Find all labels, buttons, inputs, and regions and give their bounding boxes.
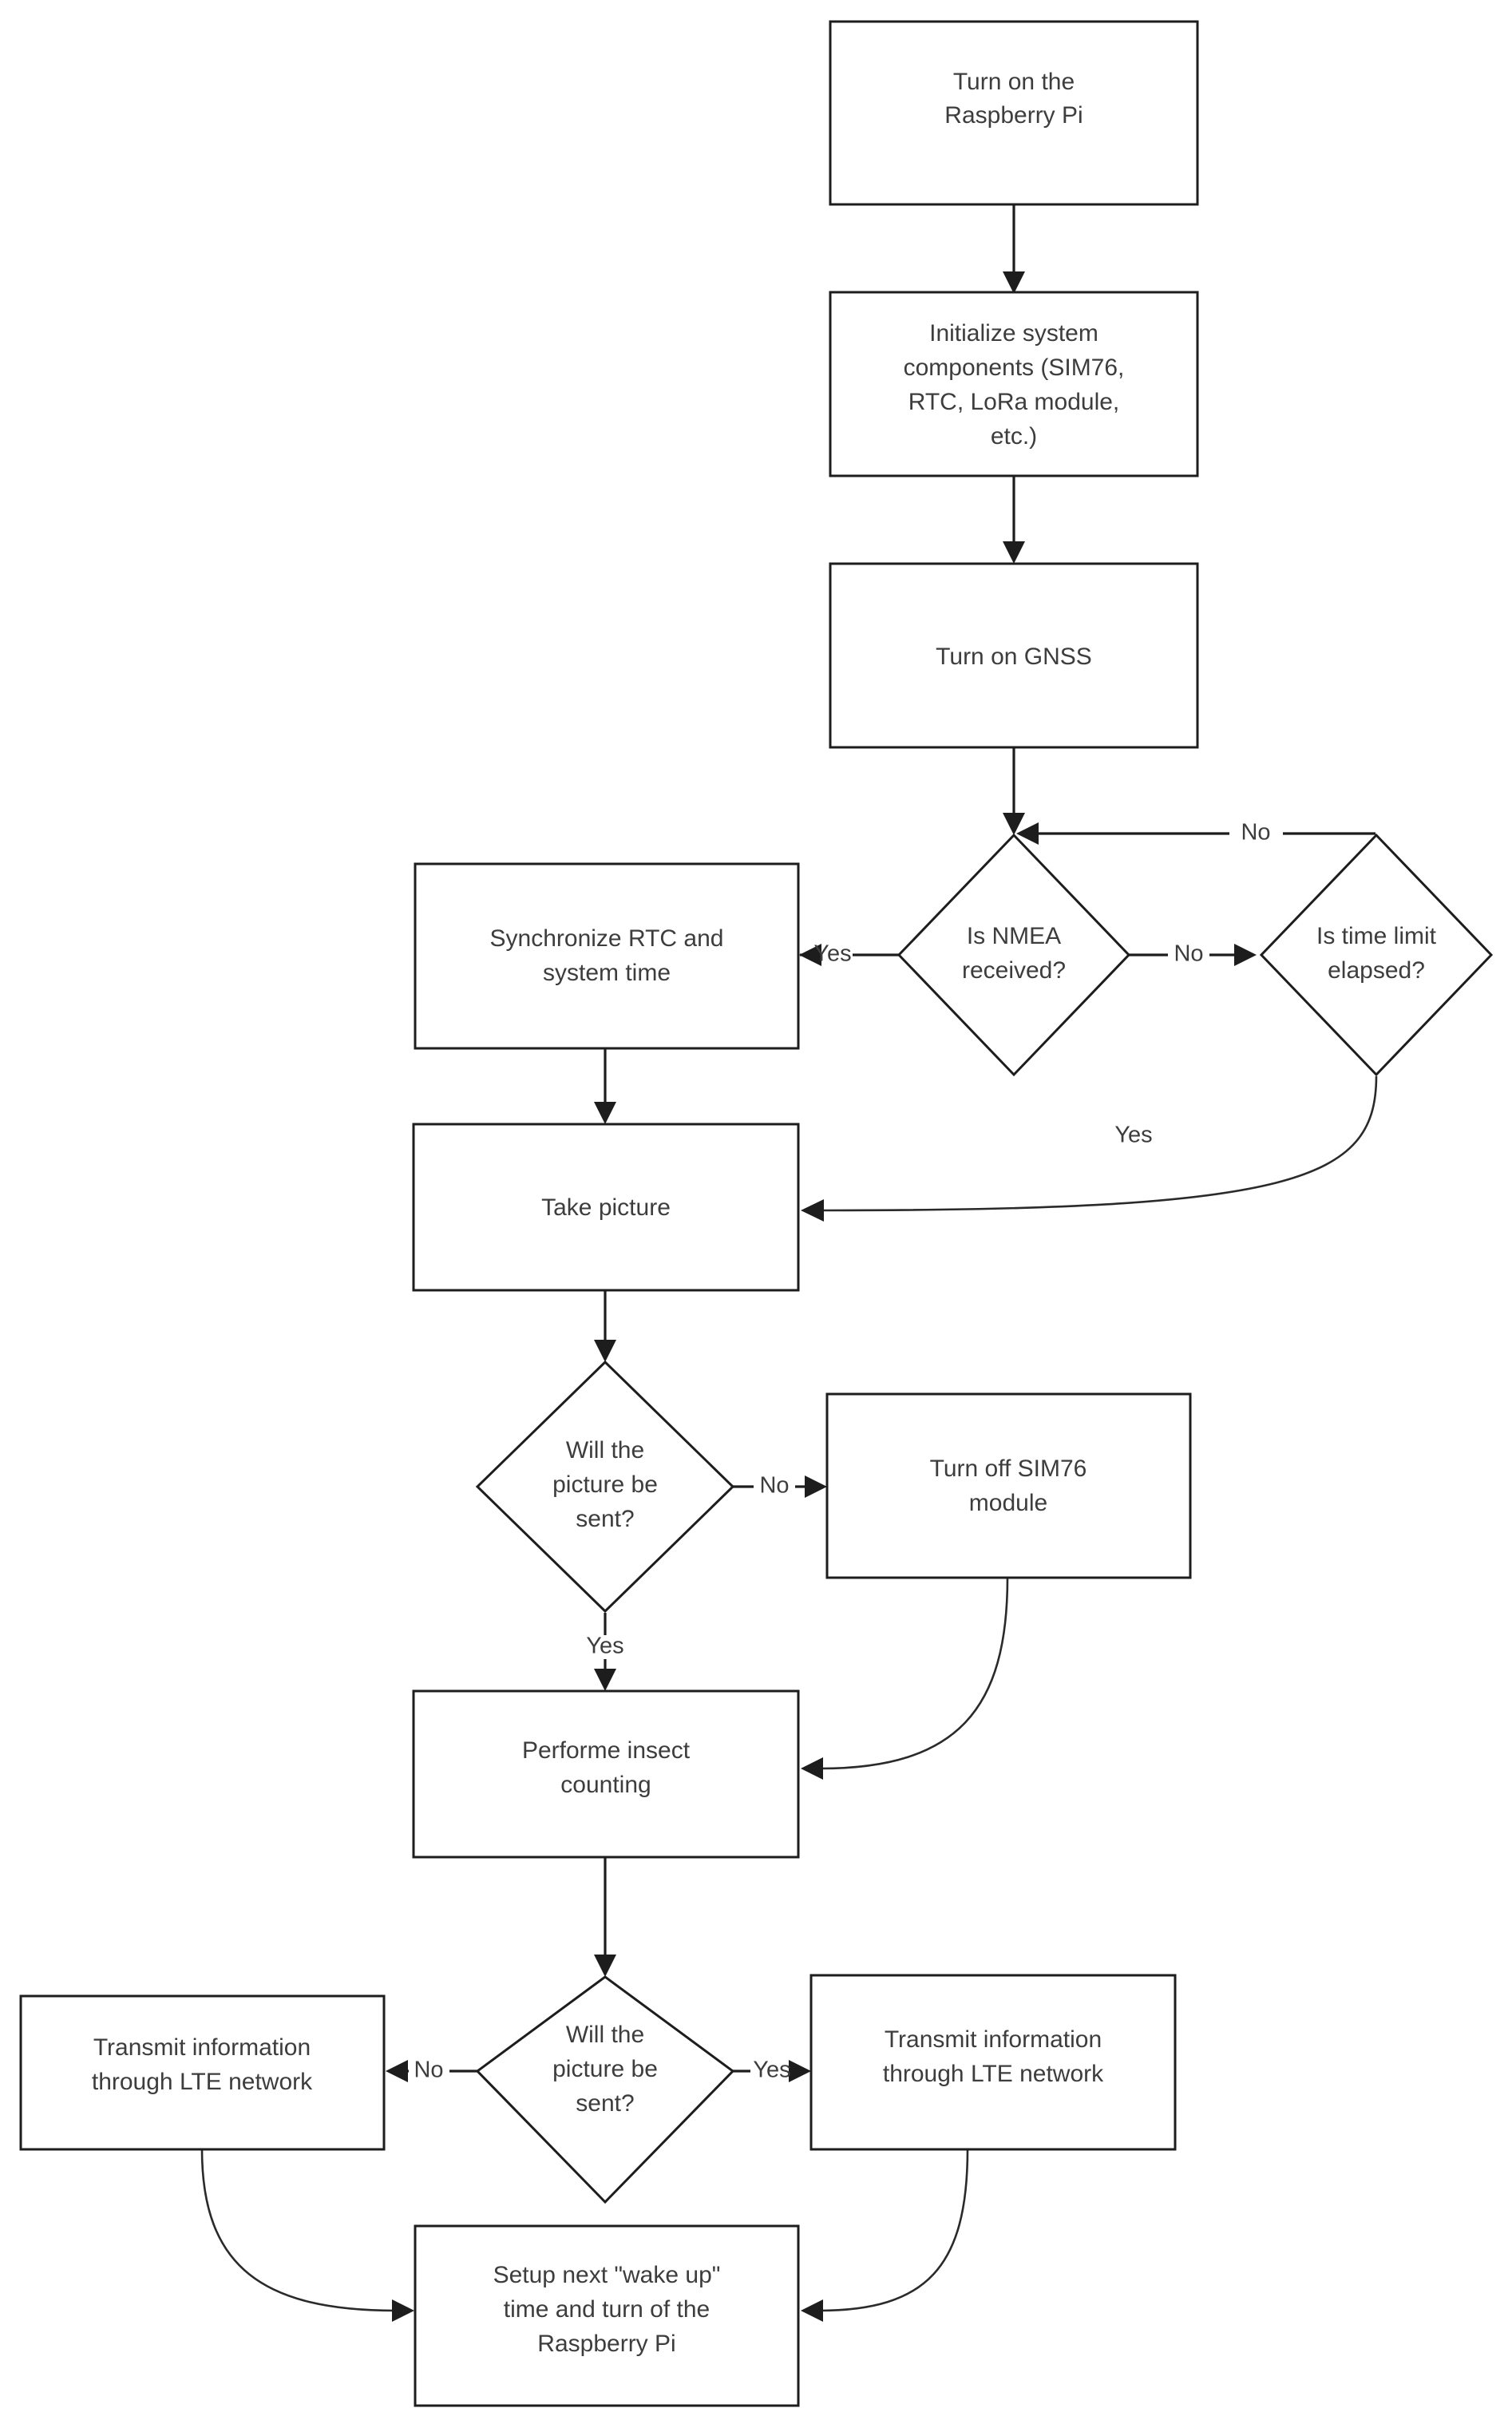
node-decision2-line-2: sent? xyxy=(576,2090,634,2117)
edge-transmit-left-to-setup xyxy=(200,2149,414,2322)
node-transmit-lte-right[interactable]: Transmit information through LTE network xyxy=(809,1974,1177,2151)
edge-label-nmea-yes: Yes xyxy=(813,941,851,967)
node-nmea-line-0: Is NMEA xyxy=(967,923,1061,949)
node-setup-line-0: Setup next "wake up" xyxy=(493,2262,721,2288)
node-transmit-right-line-0: Transmit information xyxy=(885,2026,1102,2053)
node-transmit-lte-left[interactable]: Transmit information through LTE network xyxy=(19,1994,386,2151)
node-turn-on-gnss-line-0: Turn on GNSS xyxy=(936,644,1092,670)
node-decision1-line-1: picture be xyxy=(552,1471,658,1498)
node-transmit-left-line-1: through LTE network xyxy=(92,2069,313,2095)
edge-label-picture2-yes: Yes xyxy=(753,2058,790,2083)
edge-label-picture2-no: No xyxy=(414,2058,443,2083)
node-turn-on-pi-line-1: Raspberry Pi xyxy=(944,102,1083,129)
node-turn-on-pi-line-0: Turn on the xyxy=(953,69,1075,95)
node-synchronize-rtc[interactable]: Synchronize RTC and system time xyxy=(414,862,800,1050)
node-counting-line-0: Performe insect xyxy=(522,1737,691,1764)
node-nmea-line-1: received? xyxy=(962,957,1066,984)
node-decision2-line-1: picture be xyxy=(552,2056,658,2082)
edge-label-nmea-no: No xyxy=(1174,941,1203,967)
edge-transmit-right-to-setup xyxy=(801,2149,969,2322)
node-take-picture-line-0: Take picture xyxy=(541,1194,671,1221)
edge-label-timelimit-yes: Yes xyxy=(1114,1123,1152,1148)
node-sim76-line-0: Turn off SIM76 xyxy=(930,1456,1087,1482)
node-setup-wake-up[interactable]: Setup next "wake up" time and turn of th… xyxy=(414,2224,800,2407)
node-performe-insect-counting[interactable]: Performe insect counting xyxy=(412,1689,800,1859)
edge-initialize-to-gnss xyxy=(1003,476,1025,564)
edge-turn-on-pi-to-initialize xyxy=(1003,204,1025,294)
edge-nmea-no-to-timelimit xyxy=(1129,944,1257,966)
edge-synchronize-to-take-picture xyxy=(594,1048,616,1124)
node-is-nmea-received[interactable]: Is NMEA received? xyxy=(897,833,1131,1077)
edge-decision2-no-to-transmit-left xyxy=(386,2060,477,2082)
node-synchronize-line-1: system time xyxy=(543,960,671,986)
node-initialize-line-1: components (SIM76, xyxy=(904,354,1125,381)
node-transmit-right-line-1: through LTE network xyxy=(883,2061,1104,2087)
edge-timelimit-no-to-nmea xyxy=(1016,822,1375,845)
node-setup-line-2: Raspberry Pi xyxy=(537,2331,675,2357)
node-synchronize-line-0: Synchronize RTC and xyxy=(490,925,724,952)
node-counting-line-1: counting xyxy=(560,1772,651,1798)
edge-nmea-yes-to-synchronize xyxy=(799,944,899,966)
edge-label-picture1-no: No xyxy=(759,1473,789,1499)
node-is-time-limit-elapsed[interactable]: Is time limit elapsed? xyxy=(1259,833,1494,1077)
node-decision1-line-2: sent? xyxy=(576,1506,634,1532)
node-sim76-line-1: module xyxy=(969,1490,1047,1516)
node-transmit-left-line-0: Transmit information xyxy=(93,2034,311,2061)
node-initialize-line-3: etc.) xyxy=(991,423,1037,450)
edge-label-picture1-yes: Yes xyxy=(586,1634,623,1659)
node-will-picture-be-sent-1[interactable]: Will the picture be sent? xyxy=(475,1360,735,1614)
node-decision1-line-0: Will the xyxy=(566,1437,644,1463)
node-take-picture[interactable]: Take picture xyxy=(412,1123,800,1292)
node-initialize-line-0: Initialize system xyxy=(929,320,1098,347)
edge-gnss-to-nmea xyxy=(1003,747,1025,835)
node-will-picture-be-sent-2[interactable]: Will the picture be sent? xyxy=(475,1975,735,2204)
node-setup-line-1: time and turn of the xyxy=(504,2296,710,2323)
edge-label-timelimit-no: No xyxy=(1241,820,1270,846)
node-timelimit-line-1: elapsed? xyxy=(1328,957,1425,984)
edge-sim76-to-counting xyxy=(801,1577,1009,1780)
node-turn-on-pi[interactable]: Turn on the Raspberry Pi xyxy=(829,20,1199,206)
node-decision2-line-0: Will the xyxy=(566,2022,644,2048)
node-timelimit-line-0: Is time limit xyxy=(1316,923,1437,949)
node-turn-off-sim76[interactable]: Turn off SIM76 module xyxy=(825,1392,1192,1579)
edge-counting-to-decision2 xyxy=(594,1857,616,1977)
node-initialize-line-2: RTC, LoRa module, xyxy=(908,389,1120,415)
node-initialize-components[interactable]: Initialize system components (SIM76, RTC… xyxy=(829,291,1199,477)
edge-decision1-yes-to-counting xyxy=(594,1613,616,1691)
edge-timelimit-yes-to-take-picture xyxy=(801,1075,1378,1222)
edge-decision2-yes-to-transmit-right xyxy=(733,2060,811,2082)
edge-take-picture-to-decision1 xyxy=(594,1290,616,1362)
node-turn-on-gnss[interactable]: Turn on GNSS xyxy=(829,562,1199,749)
